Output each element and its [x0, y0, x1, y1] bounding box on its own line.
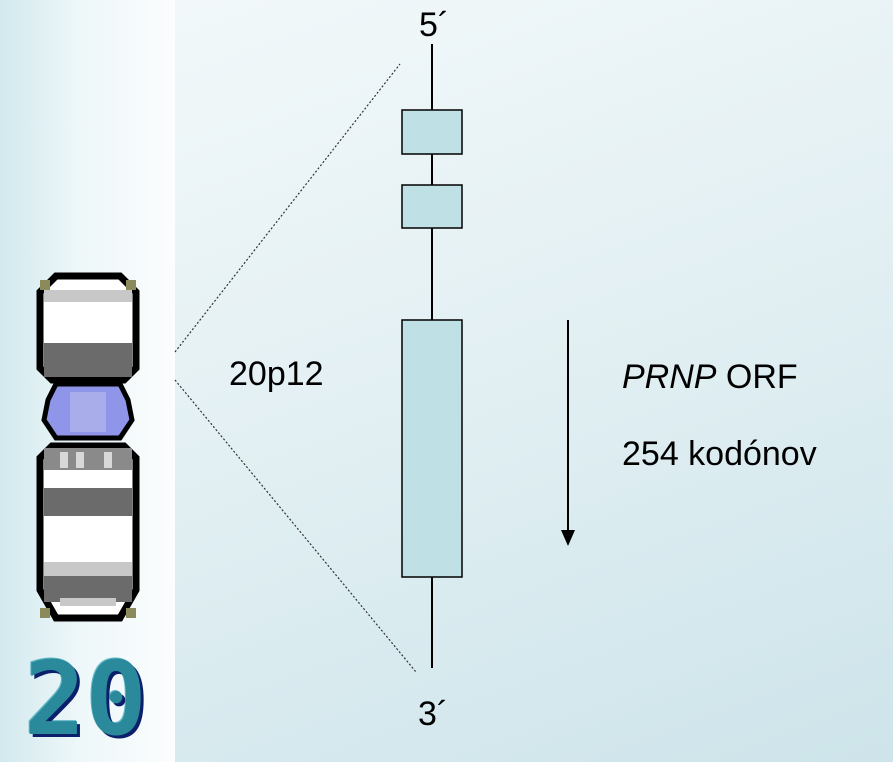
- chromosome-number-text: 20: [24, 639, 147, 759]
- chromosome-number: 20: [24, 640, 152, 759]
- band-q-lower: [44, 576, 132, 602]
- zoom-line-top: [174, 63, 401, 353]
- centromere: [41, 381, 135, 441]
- transcription-direction-arrow: [561, 320, 575, 546]
- exon-1: [401, 109, 463, 155]
- three-prime-label: 3´: [418, 695, 449, 733]
- five-prime-label: 5´: [419, 6, 450, 44]
- orf-label: PRNP ORF: [622, 360, 798, 394]
- band-q-upper: [44, 448, 132, 470]
- ideogram-corner-accents: [40, 280, 136, 618]
- exon-3-orf: [401, 319, 463, 578]
- exon-2: [401, 184, 463, 229]
- band-q-mid: [44, 488, 132, 516]
- diagram-background: [175, 0, 893, 762]
- orf-suffix: ORF: [716, 358, 798, 396]
- zoom-line-bottom: [174, 379, 417, 673]
- codon-count-label: 254 kodónov: [622, 435, 817, 473]
- band-q-light: [44, 562, 132, 576]
- locus-label: 20p12: [229, 355, 324, 393]
- band-p-light: [44, 290, 132, 302]
- band-p12: [44, 343, 132, 377]
- chromosome-p-arm: [36, 272, 140, 384]
- chromosome-ideogram: [36, 272, 140, 622]
- chromosome-q-arm: [36, 442, 140, 622]
- gene-name: PRNP: [622, 358, 717, 396]
